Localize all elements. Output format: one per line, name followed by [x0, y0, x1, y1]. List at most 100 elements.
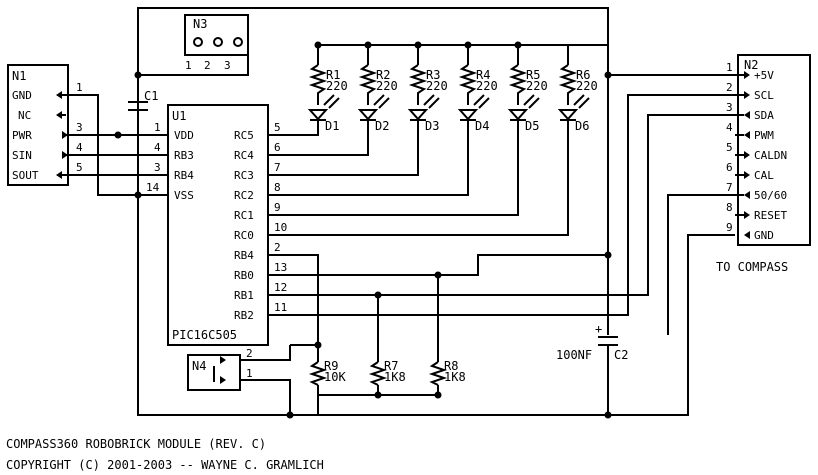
resistor-r7: R7 1K8	[368, 359, 406, 386]
c2-ref: C2	[614, 348, 628, 362]
resistor-r5: R5 220	[508, 64, 548, 105]
junctions	[114, 41, 612, 419]
n1-pin-label: SOUT	[12, 169, 39, 182]
arrow-icon	[220, 376, 226, 384]
led-d3: D3	[407, 94, 440, 133]
r5-value: 220	[526, 79, 548, 93]
n3-pin-number: 1	[185, 59, 192, 72]
n2-pin-label: RESET	[754, 209, 787, 222]
n1-pin-label: PWR	[12, 129, 32, 142]
n1-ref: N1	[12, 69, 26, 83]
r4-ref: R4	[476, 68, 490, 82]
r4-value: 220	[476, 79, 498, 93]
connector-n2: N2 TO COMPASS 1 2 3 4 5 6 7 8 9 +5V SCL …	[608, 54, 811, 335]
n1-pin-number: 1	[76, 81, 83, 94]
arrow-icon	[56, 91, 62, 99]
n4-pin-number: 2	[246, 347, 253, 360]
u1-pin-label: RB3	[174, 149, 194, 162]
n2-pin-number: 1	[726, 61, 733, 74]
u1-pin-label: RC2	[234, 189, 254, 202]
pin-circle-icon	[213, 37, 223, 47]
u1-ref: U1	[172, 109, 186, 123]
arrow-icon	[744, 171, 750, 179]
d4-ref: D4	[475, 119, 489, 133]
c1-ref: C1	[144, 89, 158, 103]
resistor-r9: R9 10K	[308, 359, 346, 386]
n2-caption: TO COMPASS	[716, 260, 788, 274]
arrow-icon	[744, 111, 750, 119]
n2-ref: N2	[744, 58, 758, 72]
r1-value: 220	[326, 79, 348, 93]
r6-ref: R6	[576, 68, 590, 82]
u1-pin-number: 3	[154, 161, 161, 174]
r7-value: 1K8	[384, 370, 406, 384]
u1-pin-label: RB4	[174, 169, 194, 182]
capacitor-c2: + 100NF C2	[556, 322, 628, 362]
arrow-icon	[62, 151, 68, 159]
power-rail	[62, 7, 735, 335]
r1-ref: R1	[326, 68, 340, 82]
led-d4: D4	[457, 94, 490, 133]
arrow-icon	[744, 131, 750, 139]
led-d6: D6	[557, 94, 590, 133]
led-d2: D2	[357, 94, 390, 133]
u1-pin-label: RB4	[234, 249, 254, 262]
arrow-icon	[220, 356, 226, 364]
n2-pin-number: 9	[726, 221, 733, 234]
u1-pin-number: 9	[274, 201, 281, 214]
u1-pin-number: 14	[146, 181, 160, 194]
u1-pin-label: RC3	[234, 169, 254, 182]
n1-pin-number: 3	[76, 121, 83, 134]
u1-part: PIC16C505	[172, 328, 237, 342]
d3-ref: D3	[425, 119, 439, 133]
d2-ref: D2	[375, 119, 389, 133]
d1-ref: D1	[325, 119, 339, 133]
u1-pin-number: 13	[274, 261, 287, 274]
r5-ref: R5	[526, 68, 540, 82]
n2-pin-label: CALDN	[754, 149, 787, 162]
n2-pin-label: 50/60	[754, 189, 787, 202]
arrow-icon	[744, 191, 750, 199]
u1-pin-label: RC1	[234, 209, 254, 222]
n2-pin-number: 6	[726, 161, 733, 174]
u1-pin-number: 4	[154, 141, 161, 154]
u1-pin-label: RC5	[234, 129, 254, 142]
n2-pin-label: SDA	[754, 109, 774, 122]
r3-value: 220	[426, 79, 448, 93]
n2-pin-label: SCL	[754, 89, 774, 102]
r7-ref: R7	[384, 359, 398, 373]
n2-pin-label: +5V	[754, 69, 774, 82]
connector-n1: N1 GND NC PWR SIN SOUT 1 3 4 5	[7, 64, 168, 186]
u1-pin-number: 7	[274, 161, 281, 174]
n2-pin-label: PWM	[754, 129, 774, 142]
c2-value: 100NF	[556, 348, 592, 362]
n2-pin-number: 3	[726, 101, 733, 114]
u1-pin-number: 12	[274, 281, 287, 294]
u1-pin-number: 6	[274, 141, 281, 154]
n2-pin-label: CAL	[754, 169, 774, 182]
n4-pin-number: 1	[246, 367, 253, 380]
resistor-r4: R4 220	[458, 64, 498, 105]
c2-polarity: +	[595, 322, 602, 336]
u1-pin-number: 1	[154, 121, 161, 134]
u1-pin-label: VSS	[174, 189, 194, 202]
arrow-icon	[744, 211, 750, 219]
u1-pin-label: VDD	[174, 129, 194, 142]
n1-pin-number: 5	[76, 161, 83, 174]
u1-pin-label: RC4	[234, 149, 254, 162]
r8-value: 1K8	[444, 370, 466, 384]
arrow-icon	[744, 231, 750, 239]
ground-rail	[62, 94, 735, 416]
n2-pin-number: 4	[726, 121, 733, 134]
n3-pin-number: 2	[204, 59, 211, 72]
pin-circle-icon	[233, 37, 243, 47]
pin-circle-icon	[193, 37, 203, 47]
capacitor-c1: C1	[128, 89, 158, 111]
connector-n3: N3 1 2 3	[184, 14, 249, 72]
resistor-r1: R1 220	[308, 64, 348, 105]
u1-pin-number: 8	[274, 181, 281, 194]
arrow-icon	[62, 131, 68, 139]
led-d1: D1	[307, 94, 340, 133]
